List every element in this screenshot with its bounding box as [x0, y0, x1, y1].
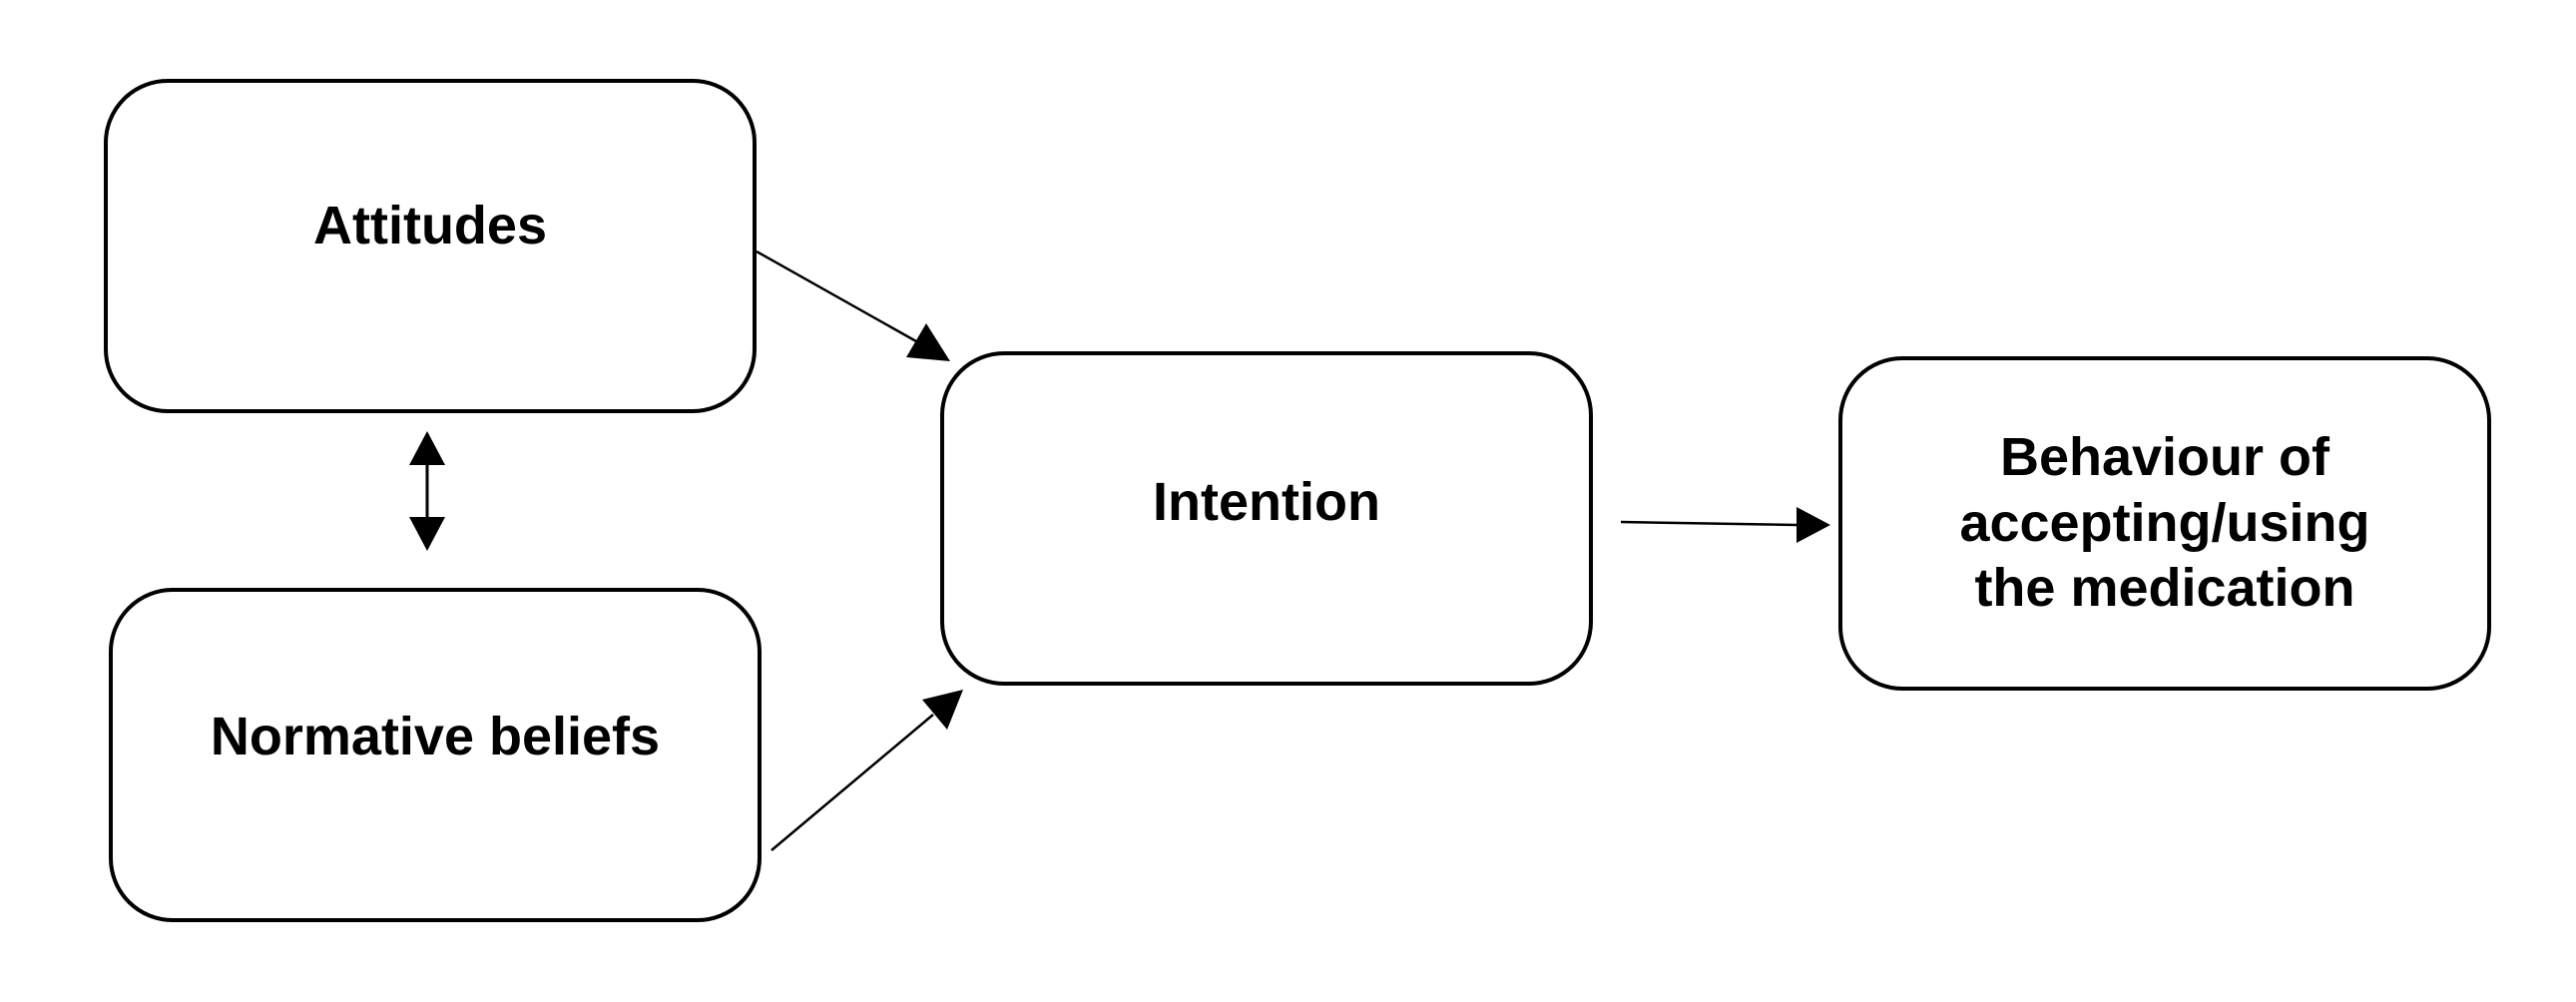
double-arrowhead-bottom [409, 517, 445, 551]
behaviour-box: Behaviour of accepting/using the medicat… [1838, 356, 2491, 691]
double-arrowhead-top [409, 431, 445, 465]
behaviour-label-line-3: the medication [1974, 558, 2355, 619]
arrowhead-attitudes-to-intention [906, 323, 950, 361]
arrow-intention-to-behaviour [1620, 520, 1798, 527]
behaviour-label-line-1: Behaviour of [1999, 426, 2330, 487]
behaviour-label-line-2: accepting/using [1959, 492, 2370, 553]
attitudes-label: Attitudes [313, 196, 547, 255]
normative-beliefs-box: Normative beliefs [109, 588, 762, 922]
normative-beliefs-label: Normative beliefs [210, 707, 661, 766]
arrow-normative-to-intention [771, 714, 934, 851]
attitudes-box: Attitudes [104, 79, 757, 413]
arrowhead-normative-to-intention [922, 690, 963, 730]
intention-box: Intention [940, 351, 1593, 686]
behaviour-label: Behaviour of accepting/using the medicat… [1959, 425, 2369, 623]
arrowhead-intention-to-behaviour [1797, 507, 1830, 543]
intention-label: Intention [1153, 472, 1380, 532]
arrow-attitudes-to-intention [756, 250, 917, 343]
